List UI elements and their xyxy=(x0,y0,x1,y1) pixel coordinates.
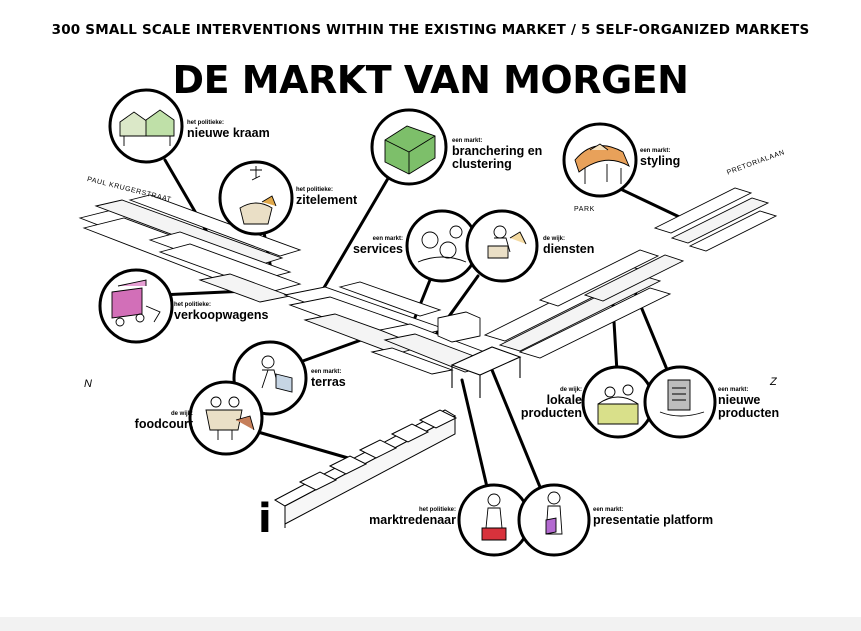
market-stalls-west xyxy=(78,194,302,303)
label-presentatie-text: presentatie platform xyxy=(593,513,714,527)
foreground-tents xyxy=(273,409,458,528)
label-zitelement-prefix: het politieke: xyxy=(296,187,334,193)
label-styling-text: styling xyxy=(640,154,681,168)
label-marktredenaar-text: marktredenaar xyxy=(369,513,456,527)
label-terras: een markt: terras xyxy=(311,369,346,389)
compass-south: Z xyxy=(770,376,777,388)
line-styling xyxy=(610,183,692,224)
illustrations xyxy=(111,109,705,541)
presentation-tent xyxy=(450,346,522,398)
label-foodcourt-text: foodcourt xyxy=(134,417,193,431)
label-presentatie-prefix: een markt: xyxy=(593,507,624,513)
label-services: een markt: services xyxy=(330,236,403,256)
label-services-prefix: een markt: xyxy=(372,236,403,242)
label-lokale: de wijk: lokale producten xyxy=(510,387,582,419)
label-diensten-prefix: de wijk: xyxy=(543,236,566,242)
page-title: DE MARKT VAN MORGEN xyxy=(172,58,689,102)
compass-north: N xyxy=(84,378,92,390)
label-nieuwe-producten-text: nieuwe producten xyxy=(718,393,780,420)
label-lokale-text: lokale producten xyxy=(520,393,582,420)
label-nieuwe-kraam-text: nieuwe kraam xyxy=(187,126,270,140)
park-label: PARK xyxy=(574,206,595,213)
label-nieuwe-kraam-prefix: het politieke: xyxy=(187,120,225,126)
info-symbol: i xyxy=(258,496,272,542)
label-zitelement: het politieke: zitelement xyxy=(296,187,357,207)
label-branchering: een markt: branchering en clustering xyxy=(452,138,542,170)
vignettes xyxy=(98,88,717,557)
label-diensten-text: diensten xyxy=(543,242,595,256)
page-subtitle: 300 SMALL SCALE INTERVENTIONS WITHIN THE… xyxy=(51,22,810,38)
label-foodcourt-prefix: de wijk: xyxy=(170,411,193,417)
label-styling: een markt: styling xyxy=(640,148,680,168)
line-foodcourt xyxy=(256,430,357,462)
label-terras-text: terras xyxy=(311,375,346,389)
label-nieuwe-producten-prefix: een markt: xyxy=(718,387,749,393)
label-zitelement-text: zitelement xyxy=(296,193,358,207)
bottom-band xyxy=(0,617,861,631)
line-branchering xyxy=(316,173,392,300)
label-verkoopwagens: het politieke: verkoopwagens xyxy=(174,302,268,322)
label-marktredenaar-prefix: het politieke: xyxy=(418,507,456,513)
label-foodcourt: de wijk: foodcourt xyxy=(120,411,193,431)
label-marktredenaar: het politieke: marktredenaar xyxy=(360,507,456,527)
label-nieuwe-producten: een markt: nieuwe producten xyxy=(718,387,779,419)
vignette-lokale xyxy=(581,365,655,439)
vignette-zitelement xyxy=(218,160,294,236)
line-marktredenaar xyxy=(460,378,489,489)
label-presentatie: een markt: presentatie platform xyxy=(593,507,713,527)
label-services-text: services xyxy=(352,242,403,256)
label-branchering-text: branchering en clustering xyxy=(452,144,543,171)
label-styling-prefix: een markt: xyxy=(640,148,671,154)
label-verkoopwagens-text: verkoopwagens xyxy=(174,308,269,322)
market-stalls-east xyxy=(483,187,778,359)
label-branchering-prefix: een markt: xyxy=(452,138,483,144)
line-presentatie xyxy=(490,368,542,489)
label-lokale-prefix: de wijk: xyxy=(559,387,582,393)
label-nieuwe-kraam: het politieke: nieuwe kraam xyxy=(187,120,270,140)
label-terras-prefix: een markt: xyxy=(311,369,342,375)
label-diensten: de wijk: diensten xyxy=(543,236,594,256)
label-verkoopwagens-prefix: het politieke: xyxy=(174,302,212,308)
